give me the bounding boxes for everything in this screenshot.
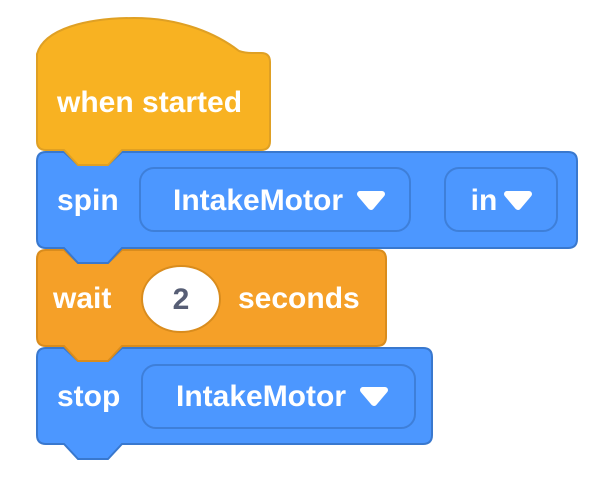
stop-label: stop (57, 380, 120, 413)
spin-direction-value: in (471, 184, 498, 217)
block-stop-motor[interactable]: stop IntakeMotor (36, 347, 433, 460)
wait-unit-label: seconds (238, 282, 360, 315)
spin-motor-dropdown[interactable]: IntakeMotor (139, 167, 411, 232)
wait-time-value: 2 (173, 283, 190, 316)
dropdown-caret-icon (357, 191, 385, 210)
spin-label: spin (57, 184, 119, 217)
wait-label: wait (52, 282, 111, 315)
stop-motor-value: IntakeMotor (176, 380, 346, 413)
block-when-started[interactable]: when started (36, 16, 271, 166)
spin-motor-value: IntakeMotor (173, 184, 343, 217)
stop-motor-dropdown[interactable]: IntakeMotor (141, 364, 416, 429)
dropdown-caret-icon (504, 191, 532, 210)
spin-direction-dropdown[interactable]: in (444, 167, 558, 232)
when-started-block-shape[interactable] (36, 16, 271, 166)
dropdown-caret-icon (360, 387, 388, 406)
wait-time-input[interactable]: 2 (141, 265, 221, 333)
block-wait-seconds[interactable]: wait 2 seconds (36, 249, 387, 362)
block-spin-motor[interactable]: spin IntakeMotor in (36, 151, 578, 264)
when-started-label: when started (56, 86, 242, 119)
